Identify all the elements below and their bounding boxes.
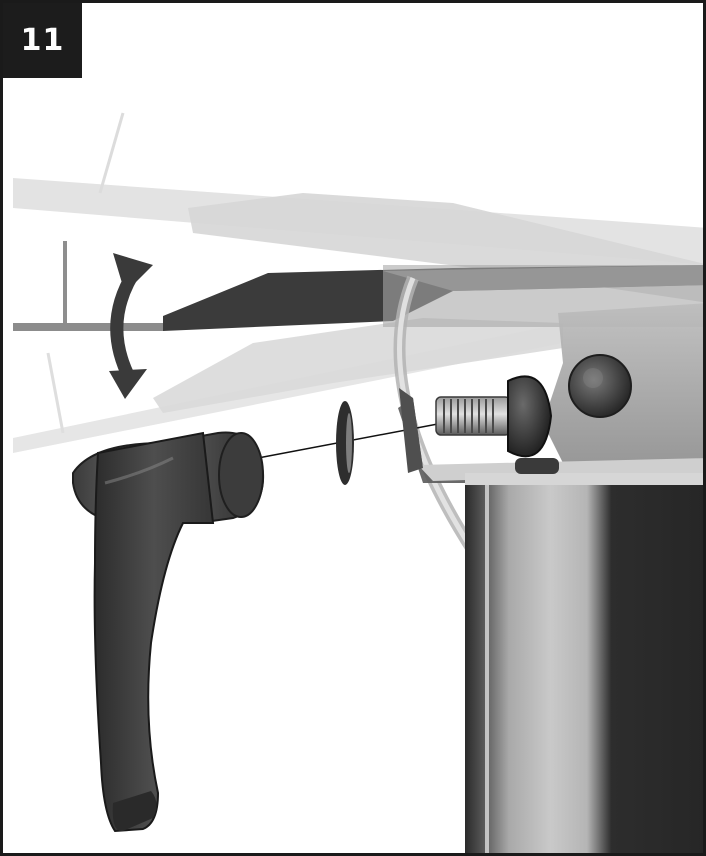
pivot-knob bbox=[568, 354, 632, 418]
assembly-illustration bbox=[13, 112, 703, 853]
carriage-bolt bbox=[399, 375, 553, 473]
clamp-lever bbox=[72, 431, 265, 833]
table-top bbox=[13, 241, 703, 331]
leg-post bbox=[465, 458, 703, 853]
washer bbox=[336, 401, 354, 485]
rotate-arrow-icon bbox=[109, 253, 153, 399]
table-top-lowered-ghost bbox=[13, 318, 563, 453]
step-number-badge: 11 bbox=[3, 3, 82, 78]
